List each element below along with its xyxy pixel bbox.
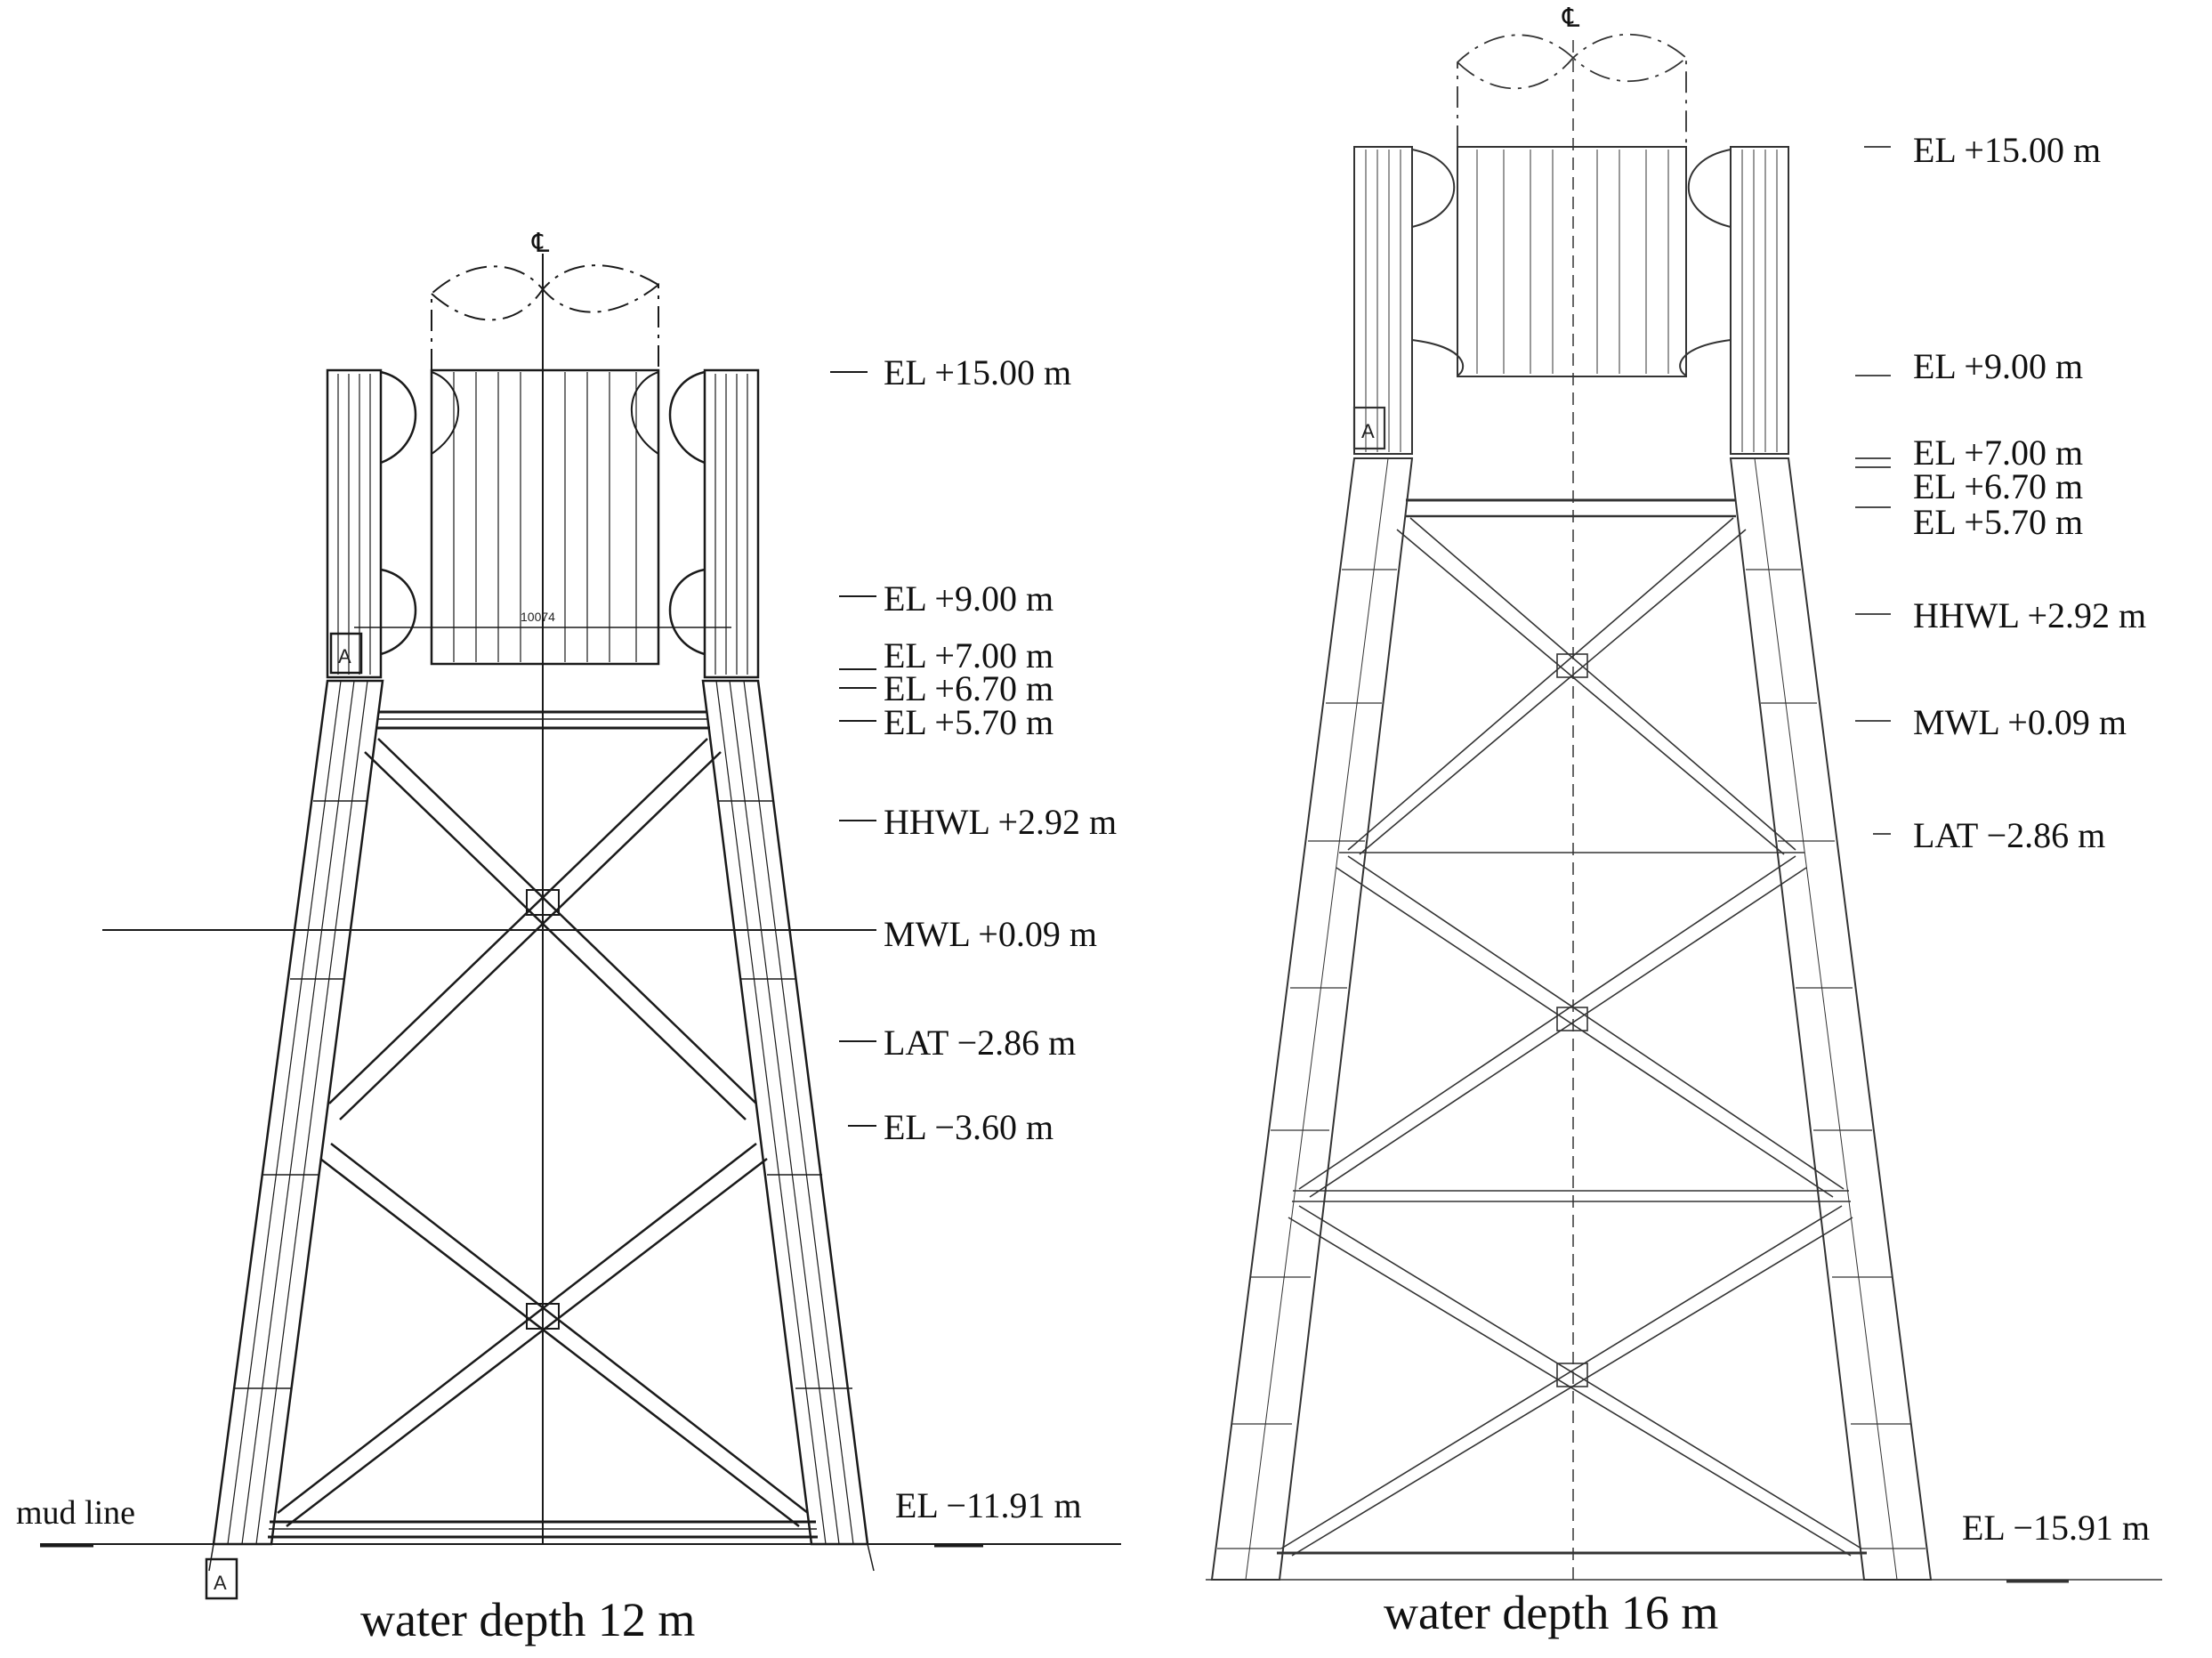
svg-text:A: A (338, 645, 351, 667)
right-elev-label: LAT −2.86 m (1913, 815, 2105, 855)
left-dimension-label: 10074 (521, 610, 555, 624)
left-elev-label: MWL +0.09 m (884, 914, 1097, 954)
left-jacket-elevation: ℄ (40, 229, 1121, 1600)
left-bottom-horizontal-brace (268, 1520, 818, 1539)
right-x-brace-1 (1347, 517, 1796, 855)
right-elev-label: HHWL +2.92 m (1913, 595, 2146, 635)
left-elev-label: LAT −2.86 m (884, 1023, 1076, 1063)
right-top-horizontal-brace (1405, 498, 1736, 518)
left-transition-piece-outline (431, 264, 659, 370)
right-transition-piece (1353, 146, 1789, 455)
right-elev-label: EL +6.70 m (1913, 466, 2083, 506)
right-elev-label: EL +5.70 m (1913, 502, 2083, 542)
right-elev-label: EL +7.00 m (1913, 433, 2083, 473)
right-elev-label: EL +9.00 m (1913, 346, 2083, 386)
left-pile-below-mudline-left (208, 1543, 214, 1572)
right-x-brace-3 (1280, 1205, 1862, 1557)
left-elev-label: EL +7.00 m (884, 635, 1054, 675)
left-leg-left (212, 679, 384, 1546)
right-caption: water depth 16 m (1384, 1586, 1718, 1639)
left-elev-label: EL −3.60 m (884, 1107, 1054, 1147)
left-elev-label: HHWL +2.92 m (884, 802, 1117, 842)
right-x-brace-2 (1298, 855, 1845, 1198)
left-top-horizontal-brace (375, 710, 710, 730)
right-elevation-labels: EL +15.00 m EL +9.00 m EL +7.00 m EL +6.… (1913, 130, 2150, 1548)
left-x-brace-lower (277, 1143, 809, 1527)
left-elevation-labels: EL +15.00 m EL +9.00 m EL +7.00 m EL +6.… (884, 352, 1117, 1525)
right-horizontal-brace-3 (1292, 1190, 1851, 1202)
svg-text:A: A (214, 1572, 227, 1594)
left-leg-right (701, 679, 869, 1546)
left-centerline-symbol: ℄ (531, 229, 550, 258)
left-caption: water depth 12 m (360, 1593, 695, 1646)
left-elev-label: EL +9.00 m (884, 578, 1054, 619)
right-leg-left (1210, 457, 1414, 1581)
left-elevation-leaders (830, 371, 876, 1127)
right-elevation-leaders (1855, 146, 1891, 835)
left-section-marker-top: A (329, 632, 363, 675)
left-mud-line-label: mud line (16, 1494, 135, 1532)
svg-text:A: A (1361, 420, 1375, 442)
left-x-brace-upper (328, 738, 757, 1120)
left-transition-piece (326, 368, 760, 679)
right-elev-label: EL +15.00 m (1913, 130, 2101, 170)
left-elev-label: EL −11.91 m (895, 1485, 1082, 1525)
right-elev-label: MWL +0.09 m (1913, 702, 2127, 742)
right-leg-right (1729, 457, 1933, 1581)
right-elev-label: EL −15.91 m (1962, 1508, 2150, 1548)
right-section-marker-top: A (1352, 406, 1386, 450)
left-section-marker-bottom: A (205, 1557, 238, 1600)
right-jacket-elevation: ℄ (1206, 4, 2162, 1584)
right-transition-piece-outline (1457, 34, 1687, 147)
left-pile-below-mudline-right (867, 1543, 875, 1572)
right-centerline-symbol: ℄ (1562, 4, 1580, 33)
left-elev-label: EL +6.70 m (884, 668, 1054, 708)
left-elev-label: EL +5.70 m (884, 702, 1054, 742)
left-elev-label: EL +15.00 m (884, 352, 1071, 392)
